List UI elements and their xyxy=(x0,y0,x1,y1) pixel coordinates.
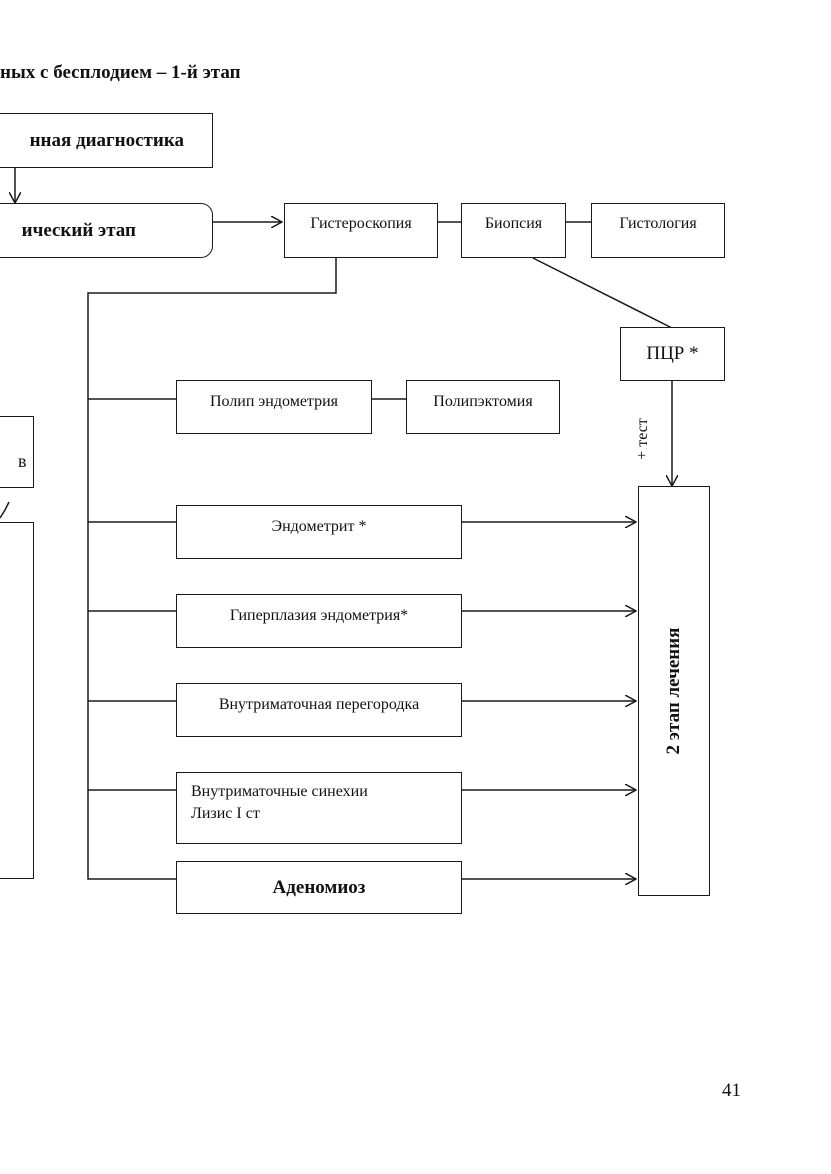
node-synechiae-line1: Внутриматочные синехии xyxy=(191,783,368,800)
node-left-tall-partial xyxy=(0,522,34,879)
node-polypectomy-label: Полипэктомия xyxy=(433,393,533,410)
node-hyperplasia: Гиперплазия эндометрия* xyxy=(176,594,462,648)
node-endometritis: Эндометрит * xyxy=(176,505,462,559)
node-left-partial-label: в xyxy=(18,451,27,471)
node-polyp-label: Полип эндометрия xyxy=(209,393,339,410)
page-number: 41 xyxy=(722,1080,741,1101)
node-treatment-stage2: 2 этап лечения xyxy=(638,486,710,896)
node-hyperplasia-label: Гиперплазия эндометрия* xyxy=(229,607,409,624)
node-adenomyosis-label: Аденомиоз xyxy=(272,876,366,898)
label-plus-test: + тест xyxy=(633,418,651,460)
node-histology-label: Гистология xyxy=(619,215,697,232)
node-septum-label: Внутриматочная перегородка xyxy=(218,696,420,713)
node-synechiae: Внутриматочные синехии Лизис I ст xyxy=(176,772,462,844)
node-histology: Гистология xyxy=(591,203,725,258)
node-pcr-label: ПЦР * xyxy=(646,343,699,364)
node-pcr: ПЦР * xyxy=(620,327,725,381)
node-biopsy-label: Биопсия xyxy=(484,215,543,232)
node-stage-label: ический этап xyxy=(21,219,136,241)
arrow-fragment-left xyxy=(0,501,10,519)
trunk-from-hysteroscopy xyxy=(87,258,337,880)
node-endometritis-label: Эндометрит * xyxy=(271,518,367,535)
node-treatment-stage2-label: 2 этап лечения xyxy=(663,627,684,755)
node-adenomyosis: Аденомиоз xyxy=(176,861,462,914)
node-hysteroscopy-label: Гистероскопия xyxy=(310,215,412,232)
node-polyp: Полип эндометрия xyxy=(176,380,372,434)
link-biopsy-pcr xyxy=(532,257,673,329)
node-polypectomy: Полипэктомия xyxy=(406,380,560,434)
node-septum: Внутриматочная перегородка xyxy=(176,683,462,737)
node-hysteroscopy: Гистероскопия xyxy=(284,203,438,258)
page-title: ных с бесплодием – 1-й этап xyxy=(0,62,241,83)
node-biopsy: Биопсия xyxy=(461,203,566,258)
node-diagnostics: нная диагностика xyxy=(0,113,213,168)
node-left-partial: в xyxy=(0,416,34,488)
node-synechiae-line2: Лизис I ст xyxy=(191,805,260,822)
node-stage: ический этап xyxy=(0,203,213,258)
node-diagnostics-label: нная диагностика xyxy=(29,129,184,151)
